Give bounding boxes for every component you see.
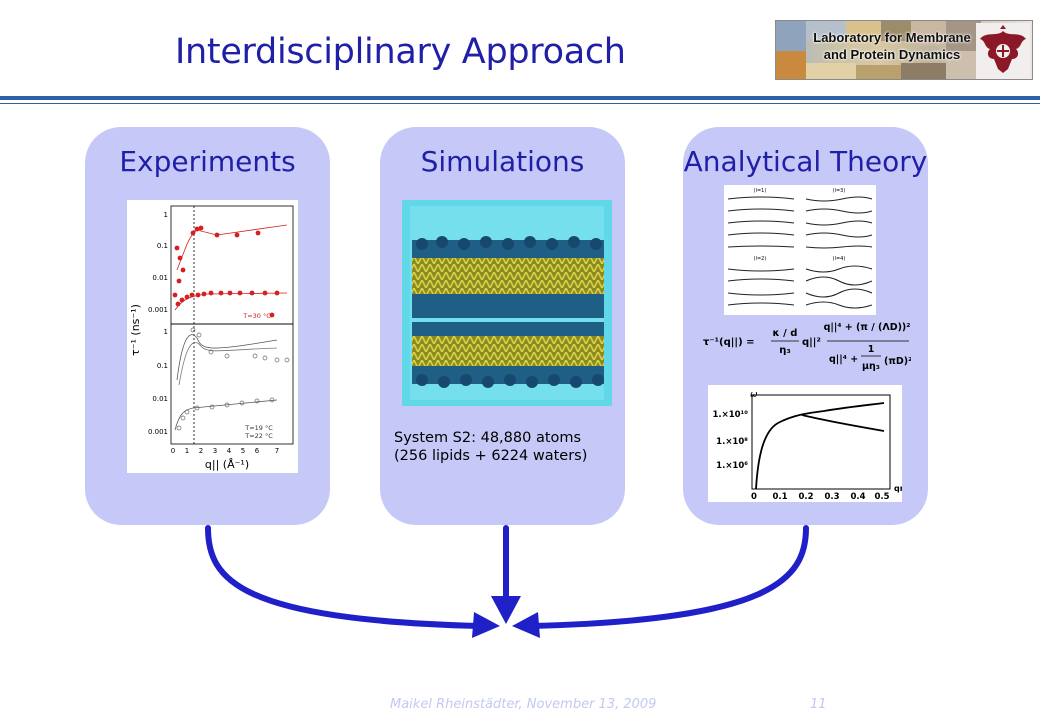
relaxation-formula: τ⁻¹(q||) = κ / d η₃ q||² q||⁴ + (π / (ΛD… [703,322,911,372]
experiments-title: Experiments [119,145,296,178]
exp-ytick-top-4: 0.001 [148,306,168,314]
disp-x-label: qr [894,484,902,493]
exp-xtick-3: 3 [213,447,217,455]
arrow-heads [472,596,540,638]
mode-label-l1: (l=1) [754,188,767,194]
exp-x-label: q|| (Å⁻¹) [205,458,249,471]
formula-big-den-a: q||⁴ + [829,354,858,365]
simulation-caption: System S2: 48,880 atoms (256 lipids + 62… [394,429,587,465]
disp-xtick-1: 0.1 [772,492,787,502]
exp-xtick-0: 0 [171,447,175,455]
logo-mosaic-image [776,21,981,79]
exp-gray-fit-3 [174,399,278,431]
arrow-right-curve [529,525,809,629]
exp-ytick-bot-1: 1 [164,328,168,336]
exp-gray-fit-1 [176,334,278,381]
formula-big-den-mu: μη₃ [862,361,880,372]
exp-open-points [176,327,290,431]
formula-frac-den: η₃ [779,345,791,356]
slide-number: 11 [810,697,827,712]
head-group-beads [416,236,604,388]
disp-ytick-1: 1.×10¹⁰ [712,410,748,420]
formula-big-num: q||⁴ + (π / (ΛD))² [824,322,911,333]
slide-title: Interdisciplinary Approach [175,32,626,72]
exp-xtick-1: 1 [185,447,189,455]
logo-text-line1: Laboratory for Membrane [813,30,971,45]
eagle-crest-icon [976,23,1030,79]
exp-red-fit-lower [174,292,288,311]
theory-panel: Analytical Theory (l=1) (l=3) (l=2) (l=4… [683,127,928,525]
lab-logo: Laboratory for Membrane and Protein Dyna… [775,20,1033,80]
disp-xtick-3: 0.3 [824,492,839,502]
exp-ytick-top-3: 0.01 [152,274,168,282]
disp-xtick-2: 0.2 [798,492,813,502]
formula-big-den-b: (πD)² [884,356,911,367]
disp-xtick-0: 0 [751,492,757,502]
formula-big-den-one: 1 [868,344,875,355]
exp-legend-bottom-2: T=22 °C [244,432,273,440]
disp-ytick-3: 1.×10⁶ [716,461,748,471]
exp-xtick-6: 6 [255,447,260,455]
relaxation-rate-plot: τ⁻¹ (ns⁻¹) 1 0.1 0.01 0.001 1 0.1 0.01 0… [127,200,298,473]
dispersion-lower-branch [801,414,885,432]
header-divider-thin [0,103,1040,104]
exp-ytick-bot-4: 0.001 [148,428,168,436]
exp-xtick-4: 4 [227,447,232,455]
exp-ytick-top-2: 0.1 [157,242,168,250]
mode-label-l4: (l=4) [833,256,846,262]
undulation-modes-diagram: (l=1) (l=3) (l=2) (l=4) [724,185,876,315]
simulations-title: Simulations [420,145,585,178]
formula-lhs: τ⁻¹(q||) = [703,337,755,348]
arrow-left-curve [205,525,483,629]
dispersion-upper-branch [755,402,885,490]
header-divider-thick [0,96,1040,100]
exp-bottom-frame [170,323,294,445]
exp-legend-bottom-1: T=19 °C [244,424,273,432]
converging-arrows [205,525,809,638]
exp-xtick-2: 2 [199,447,203,455]
simulation-caption-line2: (256 lipids + 6224 waters) [394,448,588,464]
exp-ytick-bot-3: 0.01 [152,395,168,403]
formula-frac-num: κ / d [773,328,798,339]
footer-author-date: Maikel Rheinstädter, November 13, 2009 [390,697,657,712]
theory-title: Analytical Theory [683,145,928,178]
exp-gray-fit-2 [178,342,278,386]
exp-y-label: τ⁻¹ (ns⁻¹) [129,304,142,356]
dispersion-frame [751,394,891,490]
mode-label-l3: (l=3) [833,188,846,194]
exp-ytick-bot-2: 0.1 [157,362,168,370]
disp-xtick-5: 0.5 [874,492,889,502]
disp-ytick-2: 1.×10⁸ [716,437,748,447]
exp-ytick-top-1: 1 [164,211,168,219]
mode-label-l2: (l=2) [754,256,767,262]
experiments-panel: Experiments τ⁻¹ (ns⁻¹) 1 0.1 0.01 0.001 … [85,127,330,525]
logo-text-line2: and Protein Dynamics [823,47,961,62]
simulation-caption-line1: System S2: 48,880 atoms [394,430,582,446]
exp-xtick-5: 5 [241,447,245,455]
disp-xtick-4: 0.4 [850,492,865,502]
membrane-simulation-image [402,200,612,406]
exp-xtick-7: 7 [275,447,279,455]
exp-red-fit-upper [176,224,288,271]
exp-legend-top: T=30 °C [242,312,271,320]
formula-q2: q||² [802,337,821,348]
simulations-panel: Simulations System S2: 48,880 atoms [380,127,625,525]
dispersion-plot: ω 1.×10¹⁰ 1.×10⁸ 1.×10⁶ 0 0.1 0.2 0.3 0.… [708,385,902,502]
